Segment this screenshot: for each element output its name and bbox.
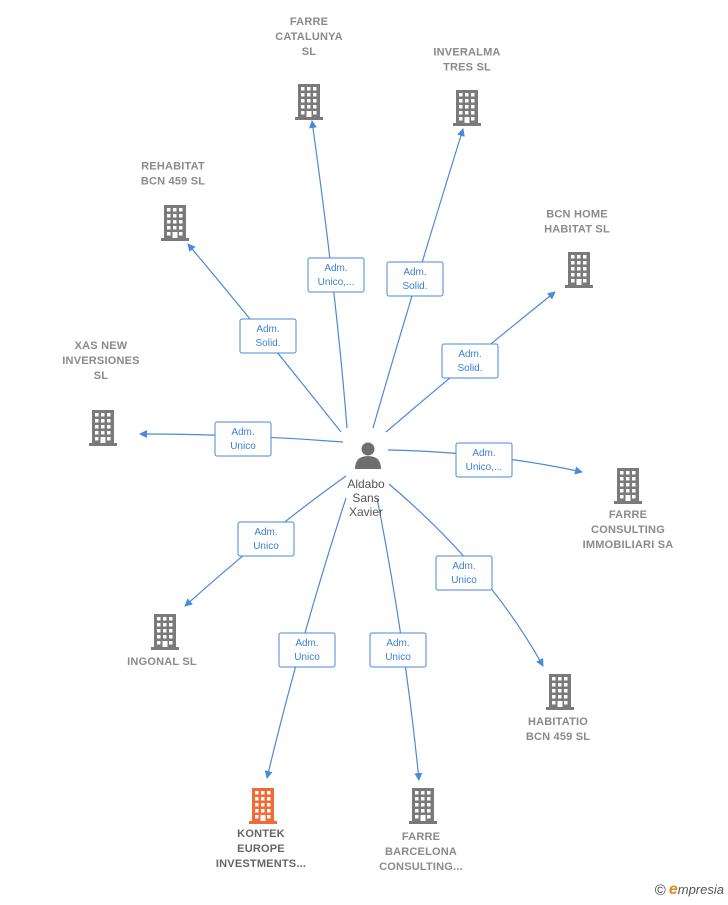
edge-label-line: Unico [385,652,411,663]
edge-label-box [239,318,297,354]
company-name-line: BCN 459 SL [141,176,205,188]
edge-label-line: Adm. [254,527,277,538]
building-icon [546,674,574,710]
company-node-xas-new[interactable]: XAS NEW INVERSIONES SL [62,340,139,446]
company-node-farre-consulting[interactable]: FARRE CONSULTING IMMOBILIARI SA [583,468,674,551]
company-name-line: BCN HOME [546,209,608,221]
building-icon [614,468,642,504]
edge-label-line: Adm. [256,324,279,335]
edge-label-farre-catalunya[interactable]: Adm. Unico,... [307,257,365,293]
company-name-line: CATALUNYA [275,31,343,43]
edge-label-box [307,257,365,293]
edge-label-habitatio[interactable]: Adm. Unico [435,555,493,591]
company-name-line: HABITATIO [528,716,588,728]
company-name-line: BARCELONA [385,846,457,858]
company-node-habitatio[interactable]: HABITATIO BCN 459 SL [526,674,590,743]
company-name-line: INVERSIONES [62,355,139,367]
edge-label-line: Solid. [457,363,482,374]
edge-label-line: Unico [451,575,477,586]
nodes-layer: FARRE CATALUNYA SL INVERALMA TRES SL REHABITA… [62,16,673,873]
company-name-line: SL [94,370,109,382]
company-node-farre-catalunya[interactable]: FARRE CATALUNYA SL [275,16,343,120]
edge-label-box [369,632,427,668]
edge-label-box [278,632,336,668]
brand-logo: empresia [669,881,724,899]
company-name-line: SL [302,46,317,58]
edge-labels-layer: Adm. Unico,... Adm. Solid. Adm. Solid. Adm. Sol… [214,257,513,668]
edge-label-line: Solid. [255,338,280,349]
company-node-farre-barcelona[interactable]: FARRE BARCELONA CONSULTING... [379,788,463,873]
edge-label-ingonal[interactable]: Adm. Unico [237,521,295,557]
company-name-line: IMMOBILIARI SA [583,539,674,551]
edge-label-line: Unico [253,541,279,552]
edge-label-inveralma[interactable]: Adm. Solid. [386,261,444,297]
company-name-line: BCN 459 SL [526,731,590,743]
edge-label-farre-barcelona[interactable]: Adm. Unico [369,632,427,668]
company-name-line: TRES SL [443,62,491,74]
building-icon [565,252,593,288]
edge-label-line: Adm. [472,448,495,459]
brand-logo-initial: e [668,881,678,898]
person-icon [355,442,381,469]
edge-label-farre-consulting[interactable]: Adm. Unico,... [455,442,513,478]
company-name-line: FARRE [609,509,647,521]
company-name-line: INVESTMENTS... [216,858,306,870]
edge-label-line: Unico,... [466,462,503,473]
edge-label-bcn-home[interactable]: Adm. Solid. [441,343,499,379]
edge-label-kontek[interactable]: Adm. Unico [278,632,336,668]
company-name-line: EUROPE [237,843,285,855]
edge-label-line: Unico,... [318,277,355,288]
company-name-line: HABITAT SL [544,224,610,236]
building-icon [151,614,179,650]
copyright-symbol: © [654,881,666,899]
company-node-inveralma[interactable]: INVERALMA TRES SL [433,47,500,127]
person-name-line: Sans [352,491,379,505]
company-node-bcn-home[interactable]: BCN HOME HABITAT SL [544,209,610,289]
edge-label-box [214,421,272,457]
building-icon [453,90,481,126]
edge-label-line: Adm. [231,427,254,438]
edge-label-line: Solid. [402,281,427,292]
company-name-line: FARRE [402,831,440,843]
edge-label-line: Adm. [324,263,347,274]
company-name-line: INGONAL SL [127,656,197,668]
edges-layer [139,120,583,781]
edge-label-line: Unico [294,652,320,663]
company-name-line: FARRE [290,16,328,28]
company-name-line: INVERALMA [433,47,500,59]
company-node-kontek[interactable]: KONTEK EUROPE INVESTMENTS... [216,788,306,870]
edge-label-line: Adm. [452,561,475,572]
edge-label-box [237,521,295,557]
person-name-line: Aldabo [347,477,385,491]
company-name-line: REHABITAT [141,161,205,173]
building-icon [295,84,323,120]
building-icon [249,788,277,824]
edge-label-box [455,442,513,478]
company-name-line: CONSULTING... [379,861,463,873]
building-icon [161,205,189,241]
building-icon [409,788,437,824]
empresia-brand[interactable]: © empresia [655,881,724,899]
company-node-ingonal[interactable]: INGONAL SL [127,614,197,668]
company-node-rehabitat[interactable]: REHABITAT BCN 459 SL [141,161,205,242]
company-name-line: KONTEK [237,828,285,840]
brand-logo-rest: mpresia [677,882,724,897]
edge-label-box [435,555,493,591]
edge-label-line: Unico [230,441,256,452]
edge-label-box [386,261,444,297]
company-name-line: XAS NEW [75,340,128,352]
edge-label-line: Adm. [458,349,481,360]
edge-label-line: Adm. [403,267,426,278]
building-icon [89,410,117,446]
edge-label-box [441,343,499,379]
edge-label-line: Adm. [295,638,318,649]
edge-label-line: Adm. [386,638,409,649]
edge-label-xas-new[interactable]: Adm. Unico [214,421,272,457]
company-name-line: CONSULTING [591,524,665,536]
person-name-line: Xavier [349,505,383,519]
edge-label-rehabitat[interactable]: Adm. Solid. [239,318,297,354]
